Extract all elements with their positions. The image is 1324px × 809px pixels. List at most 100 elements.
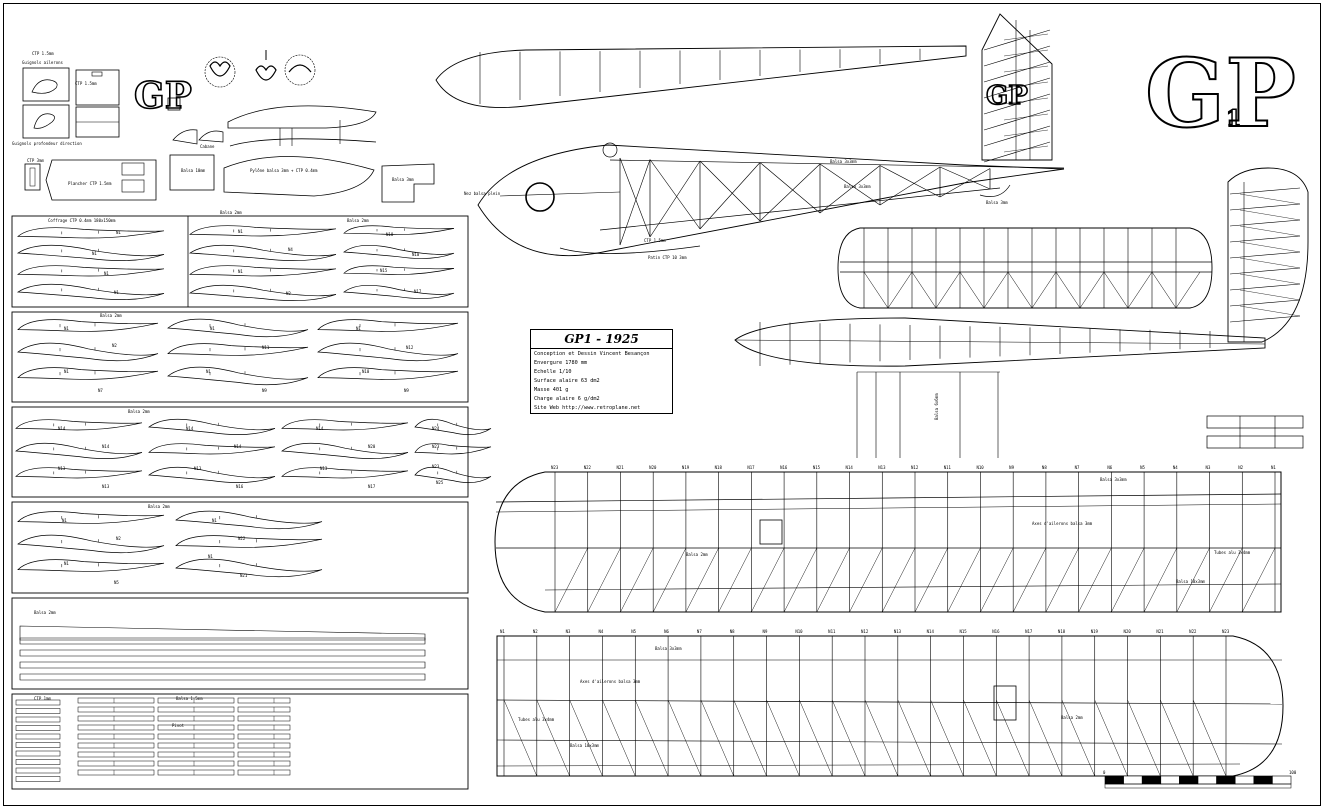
plan-label: N7: [98, 388, 103, 393]
rib-outline: [17, 559, 165, 572]
wing-rib-label-bottom: N3: [566, 629, 571, 634]
wing-rib-label-top: N22: [584, 465, 592, 470]
plan-label: N2: [112, 343, 117, 348]
label-guignols-ailerons: Guignols ailerons: [22, 60, 64, 65]
small-part: [77, 697, 155, 704]
wing-rib-label-bottom: N9: [763, 629, 768, 634]
plan-label: N2: [286, 291, 291, 296]
small-part: [15, 725, 61, 731]
wing-rib-label-top: N18: [715, 465, 723, 470]
scale-segment: [1197, 775, 1217, 785]
wing-rib-label-top: N16: [780, 465, 788, 470]
wing-rib-label-bottom: N13: [894, 629, 902, 634]
info-line-wing-loading: Charge alaire 6 g/dm2: [534, 396, 600, 402]
info-title: GP1 - 1925: [531, 330, 672, 349]
plan-label: N15: [380, 268, 388, 273]
small-part: [77, 742, 155, 749]
rib-outline: [167, 366, 309, 386]
wing-rib-label-bottom: N5: [631, 629, 636, 634]
rib-outline: [188, 284, 337, 301]
plan-label: N13: [194, 466, 202, 471]
small-part: [15, 716, 61, 723]
logo-small: GP: [134, 75, 192, 117]
wing-rib-label-bottom: N8: [730, 629, 735, 634]
label-balsa2-e: Balsa 2mm: [148, 504, 170, 509]
label-fuselage-top: Balsa 3x3mm: [830, 159, 857, 164]
sheet-border: [3, 3, 1321, 806]
aileron-horn-slot: [759, 519, 783, 545]
plan-label: N23: [432, 444, 440, 449]
parts-sheet-box: [11, 215, 469, 308]
plan-label: N16: [236, 484, 244, 489]
plan-label: N10: [412, 252, 420, 257]
label-wing-le-lower: Balsa 3x3mm: [655, 646, 682, 651]
plan-label: N1: [208, 554, 213, 559]
wing-rib-label-top: N10: [976, 465, 984, 470]
label-pylone: Pylône balsa 3mm + CTP 0.4mm: [250, 168, 318, 173]
rib-outline: [414, 466, 492, 483]
label-balsa10x3-lower: Balsa 10x3mm: [570, 743, 599, 748]
rib-outline: [17, 367, 159, 380]
wing-rib-label-bottom: N19: [1091, 629, 1099, 634]
rib-outline: [148, 418, 276, 435]
label-ctp15-fus: CTP 1.5mm: [644, 238, 666, 243]
rib-outline: [15, 467, 143, 479]
small-parts-area: CTP 1.5mm Guignols ailerons CTP 1.5mm Gu…: [12, 50, 435, 203]
plan-label: N5: [114, 580, 119, 585]
small-part: [237, 751, 291, 758]
logo-fin: GP: [986, 81, 1028, 111]
plan-label: N2: [116, 536, 121, 541]
rib-outline: [17, 265, 165, 277]
stabilizer-top-view: [837, 227, 1213, 309]
wing-rib-label-top: N11: [944, 465, 952, 470]
small-part: [77, 715, 155, 722]
label-fuselage-mid: Balsa 3x3mm: [844, 184, 871, 189]
rib-outline: [15, 419, 143, 431]
wing-rib-label-top: N2: [1238, 465, 1243, 470]
small-part: [15, 759, 61, 765]
label-tube-upper: Tubes alu 3x4mm: [1214, 550, 1251, 555]
plan-label: N14: [186, 426, 194, 431]
plan-label: N1: [64, 561, 69, 566]
wing-rib-label-bottom: N22: [1189, 629, 1197, 634]
small-part: [15, 742, 61, 748]
wing-rib-label-bottom: N20: [1124, 629, 1132, 634]
label-balsa-rib: Balsa 3mm: [392, 177, 414, 182]
plan-label: N11: [262, 345, 270, 350]
wing-rib-label-bottom: N16: [992, 629, 1000, 634]
plan-label: N4: [288, 247, 293, 252]
small-part: [157, 697, 235, 704]
label-coffrage: Coffrage CTP 0.4mm 180x150mm: [48, 218, 116, 223]
label-nez: Nez balsa plein: [464, 191, 501, 196]
rib-outline: [343, 225, 455, 235]
wing-rib-label-top: N4: [1173, 465, 1178, 470]
parts-sheet-box: [11, 597, 469, 690]
small-part: [237, 706, 291, 713]
spar-strip: [19, 637, 426, 645]
plan-label: N1: [238, 229, 243, 234]
fuselage-side-view: Nez balsa plein CTP 1.5mm Patin CTP 10 3…: [435, 45, 1065, 260]
wing-rib-label-top: N15: [813, 465, 821, 470]
small-part: [237, 724, 291, 731]
rib-outline: [16, 244, 165, 261]
wing-rib-label-top: N19: [682, 465, 690, 470]
plan-label: N10: [362, 369, 370, 374]
plan-label: N13: [58, 466, 66, 471]
wing-rib-label-bottom: N17: [1025, 629, 1033, 634]
rib-outline: [414, 443, 492, 455]
scale-mark: 0: [1103, 770, 1106, 775]
plan-label: N13: [320, 466, 328, 471]
info-line-wingspan: Envergure 1780 mm: [534, 360, 588, 366]
parts-sheet-box: [11, 311, 469, 403]
wing-rib-label-bottom: N14: [927, 629, 935, 634]
rib-outline: [343, 265, 455, 275]
small-part: [77, 706, 155, 713]
label-balsa2-c: Balsa 2mm: [100, 313, 122, 318]
plan-label: N1: [116, 230, 121, 235]
rib-outline: [189, 225, 337, 237]
plan-label: N1: [62, 518, 67, 523]
plan-label: N14: [316, 426, 324, 431]
